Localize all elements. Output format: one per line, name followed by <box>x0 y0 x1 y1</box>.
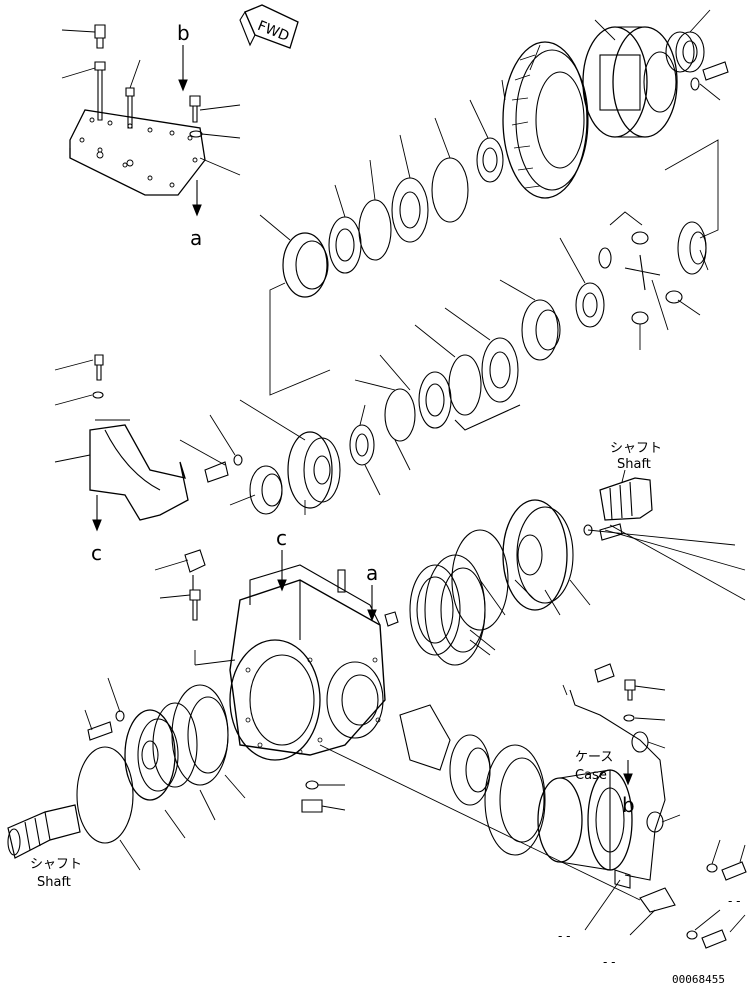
drawing-number: 00068455 <box>672 973 725 986</box>
shaft-label-right: シャフト Shaft <box>610 441 662 483</box>
c-arrow-mid: c <box>276 526 287 592</box>
b-arrow-bottom: b <box>622 760 635 817</box>
top-cover-plate <box>69 24 206 196</box>
leaders-housing <box>154 559 346 811</box>
left-bearing <box>204 454 283 515</box>
ring-gear <box>502 41 589 199</box>
marker-c-left: c <box>91 541 102 565</box>
fwd-arrow: FWD <box>239 4 299 49</box>
brake-line <box>562 663 676 913</box>
b-arrow-top: b <box>177 21 190 92</box>
leaders-top-left <box>61 29 241 176</box>
output-flange-left <box>76 684 229 844</box>
shaft-label-right-jp: シャフト <box>610 441 662 456</box>
group-bracket-left <box>269 282 331 396</box>
shaft-label-left-jp: シャフト <box>30 857 82 872</box>
shaft-label-left-en: Shaft <box>37 875 71 890</box>
left-shaft <box>7 804 81 859</box>
leaders-bottom-right <box>584 524 746 936</box>
marker-b-top: b <box>177 21 190 45</box>
marker-a-mid: a <box>366 561 378 585</box>
c-arrow-left: c <box>91 495 102 565</box>
fwd-label: FWD <box>255 18 291 45</box>
diff-case-top <box>582 26 678 138</box>
case-label: ケース Case <box>575 750 613 783</box>
bottom-right-bolts <box>686 861 747 949</box>
axle-housing-right <box>319 704 641 901</box>
drain-plug <box>301 780 323 813</box>
leaders-misc <box>179 9 721 656</box>
shim-stack-middle <box>349 337 521 466</box>
right-shaft <box>583 477 653 541</box>
dash-label-2: - - <box>603 955 615 969</box>
a-arrow-mid: a <box>366 561 378 622</box>
shaft-label-left: シャフト Shaft <box>30 857 82 890</box>
bearing-cap-left <box>89 354 189 521</box>
a-arrow-top: a <box>190 180 202 250</box>
marker-b-bottom: b <box>622 793 635 817</box>
spider-bracket <box>609 139 719 239</box>
upper-lock-ring <box>282 232 329 298</box>
shaft-label-right-en: Shaft <box>617 457 651 472</box>
marker-a-top: a <box>190 226 202 250</box>
dash-label-3: - - <box>728 894 740 908</box>
leaders-left-mid <box>54 359 94 463</box>
main-housing <box>229 564 386 761</box>
left-bolt <box>87 710 125 741</box>
case-label-en: Case <box>575 768 607 783</box>
case-label-jp: ケース <box>575 750 613 765</box>
spider-gears <box>521 221 707 361</box>
dowel-pin <box>337 569 399 627</box>
output-flange-right <box>409 499 574 666</box>
top-right-bolt <box>690 61 729 91</box>
leaders-left-lower <box>84 677 246 871</box>
shim-stack-upper <box>328 137 504 274</box>
marker-c-mid: c <box>276 526 287 550</box>
breather-fitting <box>184 549 206 621</box>
dash-label-1: - - <box>558 929 570 943</box>
bearing-retainer <box>287 431 341 509</box>
